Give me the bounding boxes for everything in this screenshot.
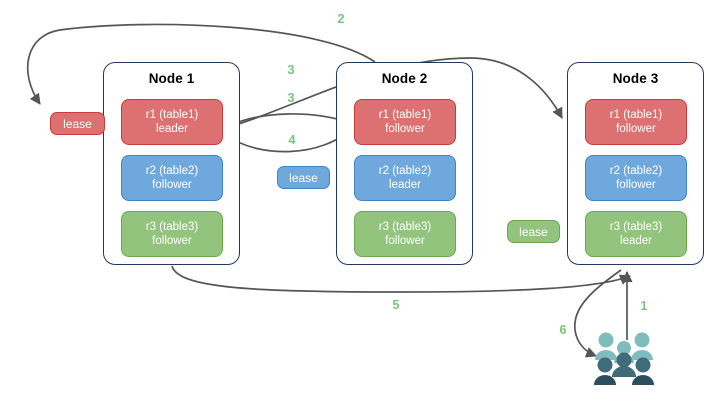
- replica-line-1: r1 (table1): [609, 109, 663, 121]
- replica-node2-r3[interactable]: r3 (table3) follower: [354, 211, 456, 257]
- edge-label-3b: 3: [287, 90, 295, 105]
- replica-node1-r1[interactable]: r1 (table1) leader: [121, 99, 223, 145]
- node-box-node-2[interactable]: Node 2 r1 (table1) follower r2 (table2) …: [336, 62, 473, 265]
- replica-node2-r1[interactable]: r1 (table1) follower: [354, 99, 456, 145]
- edge-label-6: 6: [559, 322, 567, 337]
- replica-node1-r2[interactable]: r2 (table2) follower: [121, 155, 223, 201]
- clients-group[interactable]: [592, 330, 656, 388]
- edge-label-1: 1: [640, 298, 648, 313]
- replica-line-2: follower: [385, 235, 425, 247]
- replica-node2-r2[interactable]: r2 (table2) leader: [354, 155, 456, 201]
- replica-node3-r3[interactable]: r3 (table3) leader: [585, 211, 687, 257]
- replica-line-1: r2 (table2): [378, 165, 432, 177]
- lease-badge-table1[interactable]: lease: [50, 112, 105, 135]
- node-box-node-1[interactable]: Node 1 r1 (table1) leader r2 (table2) fo…: [103, 62, 240, 265]
- replica-node3-r1[interactable]: r1 (table1) follower: [585, 99, 687, 145]
- replica-line-1: r1 (table1): [378, 109, 432, 121]
- replica-line-2: follower: [616, 123, 656, 135]
- users-icon: [594, 332, 654, 385]
- edge-5: [171, 265, 632, 293]
- replica-line-2: follower: [152, 235, 192, 247]
- edge-label-4: 4: [288, 132, 296, 147]
- edge-label-5: 5: [392, 297, 400, 312]
- node-title: Node 3: [612, 71, 659, 86]
- node-box-node-3[interactable]: Node 3 r1 (table1) follower r2 (table2) …: [567, 62, 704, 265]
- replica-node3-r2[interactable]: r2 (table2) follower: [585, 155, 687, 201]
- replica-line-2: leader: [389, 179, 421, 191]
- replica-line-1: r2 (table2): [145, 165, 199, 177]
- replica-line-1: r3 (table3): [609, 221, 663, 233]
- replica-line-2: follower: [385, 123, 425, 135]
- lease-badge-table2[interactable]: lease: [277, 166, 330, 189]
- node-title: Node 2: [381, 71, 428, 86]
- replica-line-1: r3 (table3): [145, 221, 199, 233]
- node-title: Node 1: [148, 71, 195, 86]
- replica-line-2: follower: [616, 179, 656, 191]
- replica-line-2: leader: [620, 235, 652, 247]
- lease-badge-table3[interactable]: lease: [507, 220, 560, 243]
- replica-line-2: follower: [152, 179, 192, 191]
- replica-node1-r3[interactable]: r3 (table3) follower: [121, 211, 223, 257]
- edge-3-lower: [225, 113, 354, 129]
- replica-line-1: r2 (table2): [609, 165, 663, 177]
- edge-label-2: 2: [337, 11, 345, 26]
- edge-label-3a: 3: [287, 62, 295, 77]
- replica-line-1: r1 (table1): [145, 109, 199, 121]
- replica-line-1: r3 (table3): [378, 221, 432, 233]
- replica-line-2: leader: [156, 123, 188, 135]
